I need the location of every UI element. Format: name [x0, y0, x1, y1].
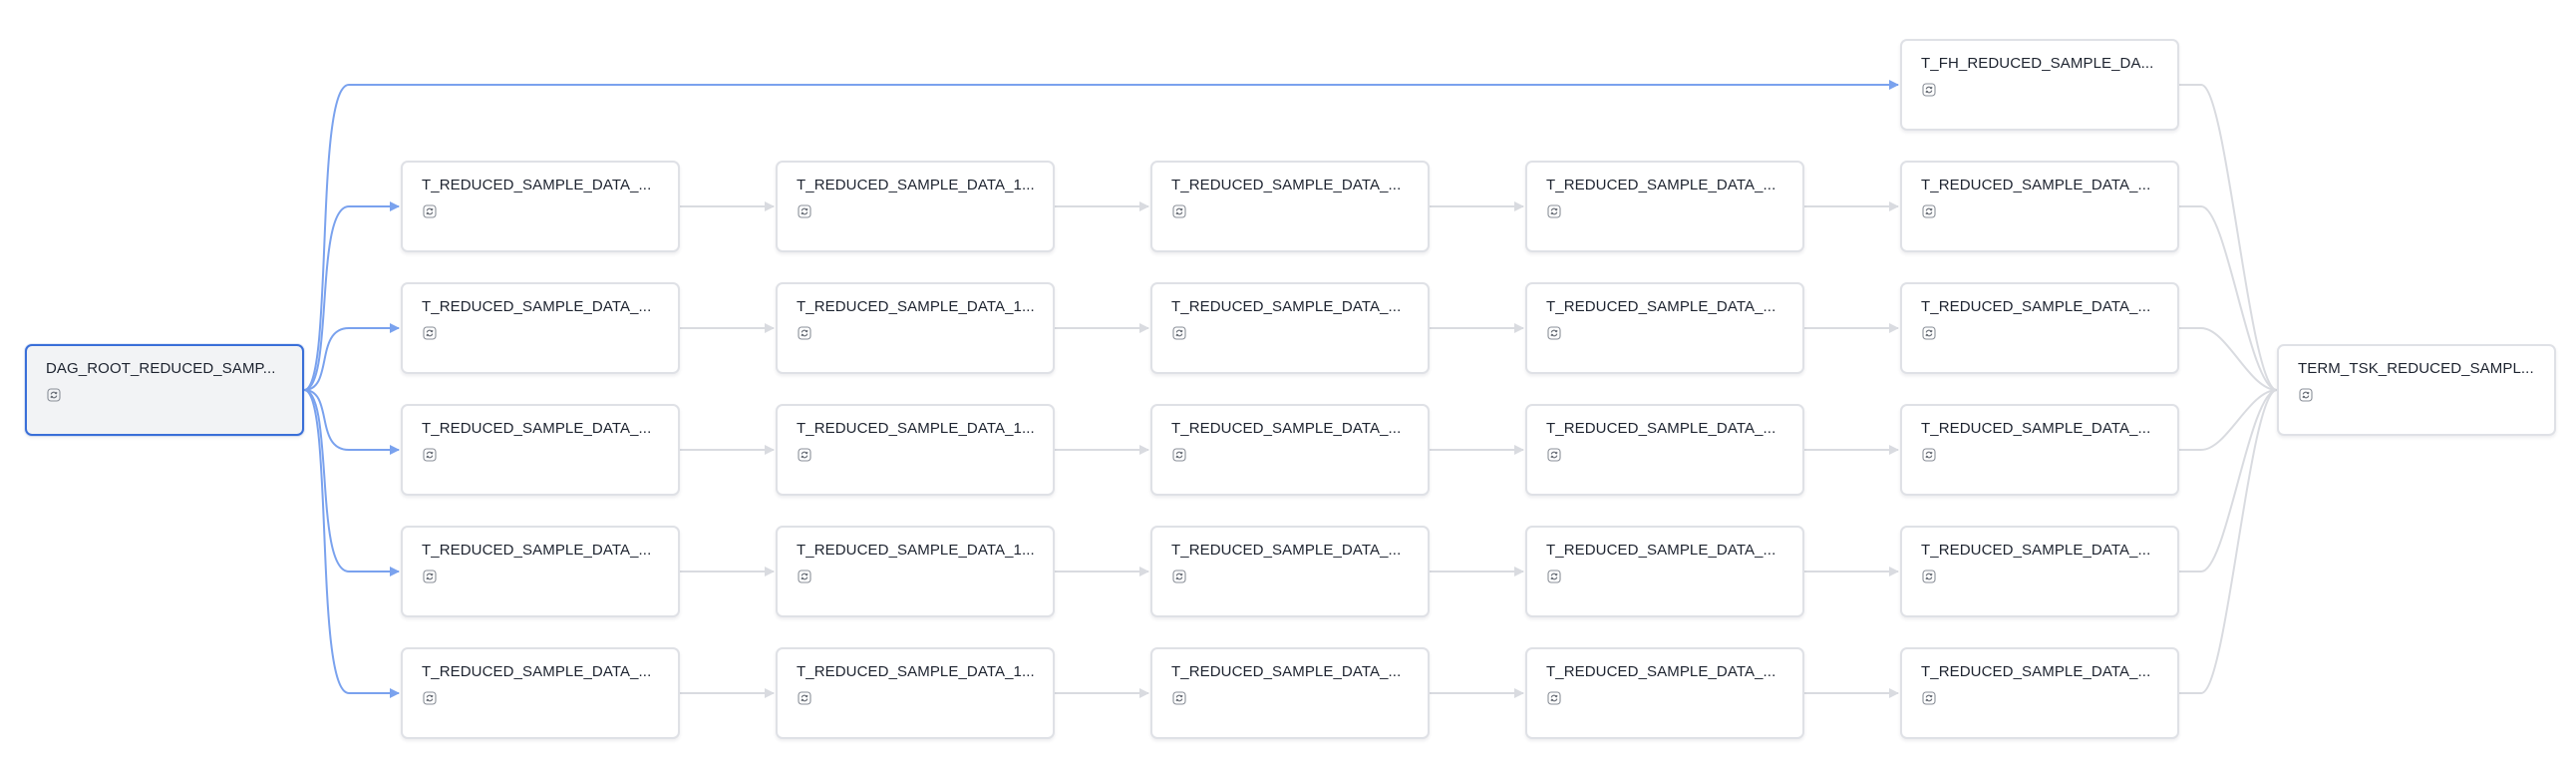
task-node-r4-c1[interactable]: T_REDUCED_SAMPLE_DATA_...	[401, 526, 680, 617]
edge-root-to-row-4	[303, 389, 400, 576]
task-node-r5-c3[interactable]: T_REDUCED_SAMPLE_DATA_...	[1150, 647, 1430, 739]
task-node-label: T_REDUCED_SAMPLE_DATA_...	[1546, 663, 1776, 680]
refresh-task-icon	[1547, 691, 1561, 705]
task-node-label: T_REDUCED_SAMPLE_DATA_1...	[797, 298, 1035, 315]
task-node-r1-c3[interactable]: T_REDUCED_SAMPLE_DATA_...	[1150, 161, 1430, 252]
refresh-task-icon	[1547, 204, 1561, 218]
edge-to-terminal-5	[2179, 389, 2278, 573]
task-node-label: T_REDUCED_SAMPLE_DATA_...	[1546, 542, 1776, 559]
refresh-task-icon	[1172, 204, 1186, 218]
terminal-task-node[interactable]: TERM_TSK_REDUCED_SAMPL...	[2277, 344, 2556, 436]
task-node-r2-c2[interactable]: T_REDUCED_SAMPLE_DATA_1...	[776, 282, 1055, 374]
edge-to-terminal-1	[2179, 84, 2278, 391]
edge-to-terminal-3	[2179, 327, 2278, 391]
refresh-task-icon	[423, 448, 437, 462]
edge-to-terminal-6	[2179, 389, 2278, 694]
task-node-label: TERM_TSK_REDUCED_SAMPL...	[2298, 360, 2534, 377]
refresh-task-icon	[423, 570, 437, 583]
refresh-task-icon	[1922, 83, 1936, 97]
task-node-r3-c5[interactable]: T_REDUCED_SAMPLE_DATA_...	[1900, 404, 2179, 496]
dag-root-node[interactable]: DAG_ROOT_REDUCED_SAMP...	[25, 344, 304, 436]
task-node-label: T_REDUCED_SAMPLE_DATA_1...	[797, 177, 1035, 193]
task-node-label: T_REDUCED_SAMPLE_DATA_...	[1546, 298, 1776, 315]
refresh-task-icon	[1547, 448, 1561, 462]
edge-root-to-row-1	[303, 201, 400, 391]
task-node-r3-c2[interactable]: T_REDUCED_SAMPLE_DATA_1...	[776, 404, 1055, 496]
task-node-label: T_REDUCED_SAMPLE_DATA_...	[422, 298, 652, 315]
task-node-label: T_REDUCED_SAMPLE_DATA_...	[1171, 298, 1402, 315]
refresh-task-icon	[1172, 448, 1186, 462]
refresh-task-icon	[423, 326, 437, 340]
refresh-task-icon	[1547, 326, 1561, 340]
task-node-r3-c3[interactable]: T_REDUCED_SAMPLE_DATA_...	[1150, 404, 1430, 496]
refresh-task-icon	[798, 448, 811, 462]
task-node-r2-c3[interactable]: T_REDUCED_SAMPLE_DATA_...	[1150, 282, 1430, 374]
task-node-r5-c4[interactable]: T_REDUCED_SAMPLE_DATA_...	[1525, 647, 1804, 739]
task-node-label: T_REDUCED_SAMPLE_DATA_1...	[797, 542, 1035, 559]
task-node-r3-c4[interactable]: T_REDUCED_SAMPLE_DATA_...	[1525, 404, 1804, 496]
task-node-label: T_REDUCED_SAMPLE_DATA_1...	[797, 663, 1035, 680]
refresh-task-icon	[2299, 388, 2313, 402]
task-node-r4-c3[interactable]: T_REDUCED_SAMPLE_DATA_...	[1150, 526, 1430, 617]
task-node-label: T_FH_REDUCED_SAMPLE_DA...	[1921, 55, 2154, 72]
task-node-label: T_REDUCED_SAMPLE_DATA_...	[1171, 420, 1402, 437]
task-node-r4-c4[interactable]: T_REDUCED_SAMPLE_DATA_...	[1525, 526, 1804, 617]
refresh-task-icon	[798, 326, 811, 340]
edge-root-to-row-3	[303, 389, 400, 455]
task-node-label: T_REDUCED_SAMPLE_DATA_...	[1921, 663, 2151, 680]
task-node-label: T_REDUCED_SAMPLE_DATA_...	[1921, 298, 2151, 315]
refresh-task-icon	[1922, 691, 1936, 705]
task-node-label: T_REDUCED_SAMPLE_DATA_...	[1921, 542, 2151, 559]
task-node-r3-c1[interactable]: T_REDUCED_SAMPLE_DATA_...	[401, 404, 680, 496]
task-node-r2-c1[interactable]: T_REDUCED_SAMPLE_DATA_...	[401, 282, 680, 374]
edge-to-terminal-2	[2179, 205, 2278, 391]
refresh-task-icon	[1922, 204, 1936, 218]
refresh-task-icon	[1172, 691, 1186, 705]
edge-root-to-row-2	[303, 323, 400, 391]
task-node-r1-c2[interactable]: T_REDUCED_SAMPLE_DATA_1...	[776, 161, 1055, 252]
task-node-label: T_REDUCED_SAMPLE_DATA_...	[422, 542, 652, 559]
refresh-task-icon	[47, 388, 61, 402]
task-node-label: DAG_ROOT_REDUCED_SAMP...	[46, 360, 276, 377]
task-node-label: T_REDUCED_SAMPLE_DATA_...	[1546, 420, 1776, 437]
task-node-label: T_REDUCED_SAMPLE_DATA_...	[1546, 177, 1776, 193]
task-node-r1-c5[interactable]: T_REDUCED_SAMPLE_DATA_...	[1900, 161, 2179, 252]
task-node-label: T_REDUCED_SAMPLE_DATA_...	[1171, 542, 1402, 559]
task-node-r5-c2[interactable]: T_REDUCED_SAMPLE_DATA_1...	[776, 647, 1055, 739]
task-node-r2-c5[interactable]: T_REDUCED_SAMPLE_DATA_...	[1900, 282, 2179, 374]
refresh-task-icon	[1922, 326, 1936, 340]
refresh-task-icon	[1172, 326, 1186, 340]
edge-root-to-row-5	[303, 389, 400, 698]
task-node-label: T_REDUCED_SAMPLE_DATA_...	[422, 663, 652, 680]
refresh-task-icon	[798, 570, 811, 583]
task-node-label: T_REDUCED_SAMPLE_DATA_...	[422, 177, 652, 193]
task-node-r5-c1[interactable]: T_REDUCED_SAMPLE_DATA_...	[401, 647, 680, 739]
task-node-label: T_REDUCED_SAMPLE_DATA_...	[1171, 663, 1402, 680]
refresh-task-icon	[798, 691, 811, 705]
task-node-label: T_REDUCED_SAMPLE_DATA_...	[1171, 177, 1402, 193]
refresh-task-icon	[423, 691, 437, 705]
task-node-label: T_REDUCED_SAMPLE_DATA_...	[1921, 177, 2151, 193]
refresh-task-icon	[1172, 570, 1186, 583]
task-node-r5-c5[interactable]: T_REDUCED_SAMPLE_DATA_...	[1900, 647, 2179, 739]
task-node-label: T_REDUCED_SAMPLE_DATA_...	[422, 420, 652, 437]
task-node-r4-c5[interactable]: T_REDUCED_SAMPLE_DATA_...	[1900, 526, 2179, 617]
task-node-r4-c2[interactable]: T_REDUCED_SAMPLE_DATA_1...	[776, 526, 1055, 617]
task-node-r1-c1[interactable]: T_REDUCED_SAMPLE_DATA_...	[401, 161, 680, 252]
edge-to-terminal-4	[2179, 389, 2278, 451]
refresh-task-icon	[423, 204, 437, 218]
finalizer-task-node[interactable]: T_FH_REDUCED_SAMPLE_DA...	[1900, 39, 2179, 131]
task-node-label: T_REDUCED_SAMPLE_DATA_1...	[797, 420, 1035, 437]
task-node-r1-c4[interactable]: T_REDUCED_SAMPLE_DATA_...	[1525, 161, 1804, 252]
task-node-r2-c4[interactable]: T_REDUCED_SAMPLE_DATA_...	[1525, 282, 1804, 374]
refresh-task-icon	[1547, 570, 1561, 583]
refresh-task-icon	[1922, 570, 1936, 583]
refresh-task-icon	[1922, 448, 1936, 462]
task-node-label: T_REDUCED_SAMPLE_DATA_...	[1921, 420, 2151, 437]
refresh-task-icon	[798, 204, 811, 218]
